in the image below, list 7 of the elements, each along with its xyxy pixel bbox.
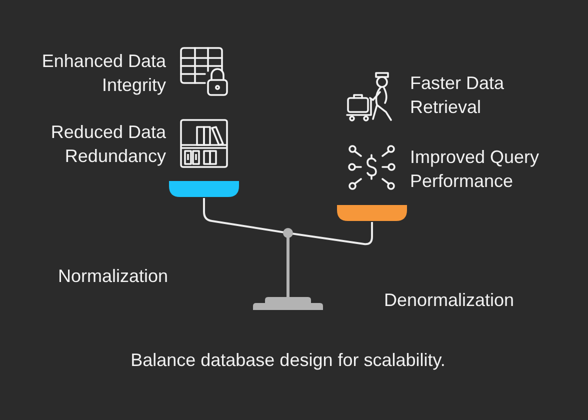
approach-label: Normalization	[58, 265, 170, 288]
benefit-label: Enhanced Data Integrity	[40, 50, 166, 97]
benefit-label: Reduced Data Redundancy	[50, 121, 166, 168]
caption-text: Balance database design for scalability.	[130, 349, 446, 372]
benefit-label: Improved Query Performance	[410, 146, 540, 193]
benefit-label: Faster Data Retrieval	[410, 72, 506, 119]
approach-label: Denormalization	[384, 289, 516, 312]
